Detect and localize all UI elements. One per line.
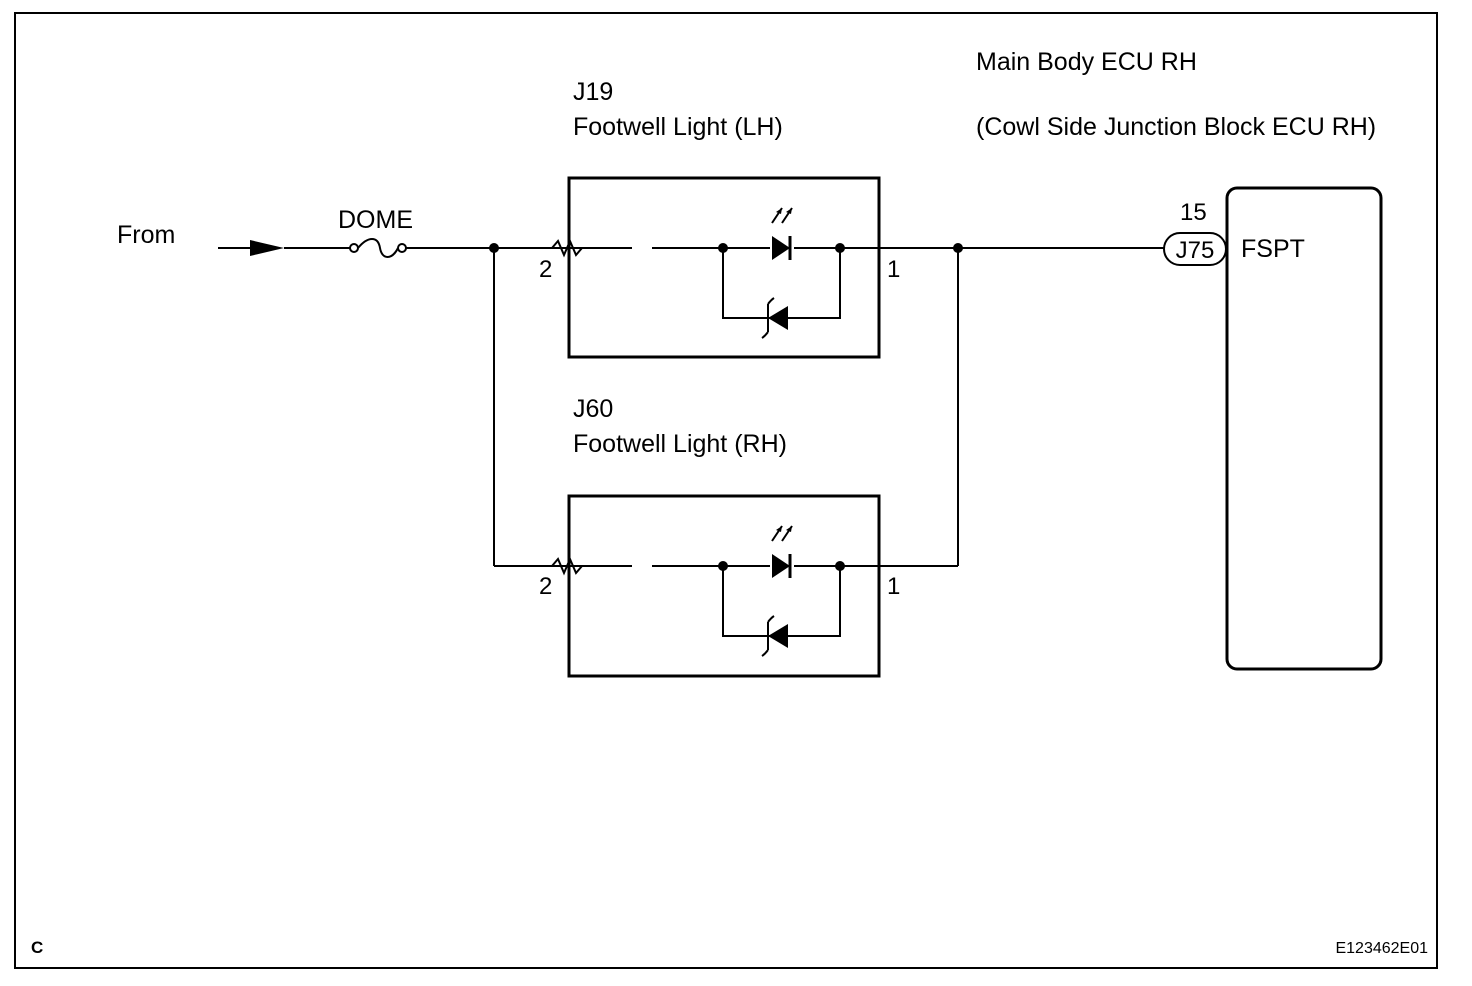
lh-pin-in: 2	[539, 256, 552, 283]
lh-light-box	[567, 176, 881, 359]
lh-light-name: Footwell Light (LH)	[573, 113, 783, 141]
rh-pin-in: 2	[539, 573, 552, 600]
page-frame	[14, 12, 1438, 969]
fuse-label: DOME	[338, 206, 413, 234]
ecu-box	[1225, 186, 1383, 671]
lh-light-circuit	[550, 206, 958, 340]
source-arrow-icon	[250, 240, 284, 256]
corner-mark: C	[31, 938, 43, 957]
rh-pin-out: 1	[887, 573, 900, 600]
left-bus	[489, 243, 632, 567]
source-label: From	[117, 221, 175, 249]
figure-id: E123462E01	[1335, 940, 1428, 957]
lh-pin-out: 1	[887, 256, 900, 283]
rh-light-name: Footwell Light (RH)	[573, 430, 787, 458]
rh-light-box	[567, 494, 881, 678]
ecu-pin-number: 15	[1180, 199, 1207, 226]
ecu-connector-label: J75	[1176, 237, 1215, 264]
lh-connector-label: J19	[573, 78, 613, 106]
fuse-icon	[284, 238, 494, 258]
ecu-title: Main Body ECU RH	[976, 48, 1197, 76]
rh-connector-label: J60	[573, 395, 613, 423]
ecu-subtitle: (Cowl Side Junction Block ECU RH)	[976, 113, 1376, 141]
rh-light-circuit	[550, 524, 958, 658]
ecu-terminal-label: FSPT	[1241, 235, 1305, 263]
right-bus	[953, 243, 1164, 566]
